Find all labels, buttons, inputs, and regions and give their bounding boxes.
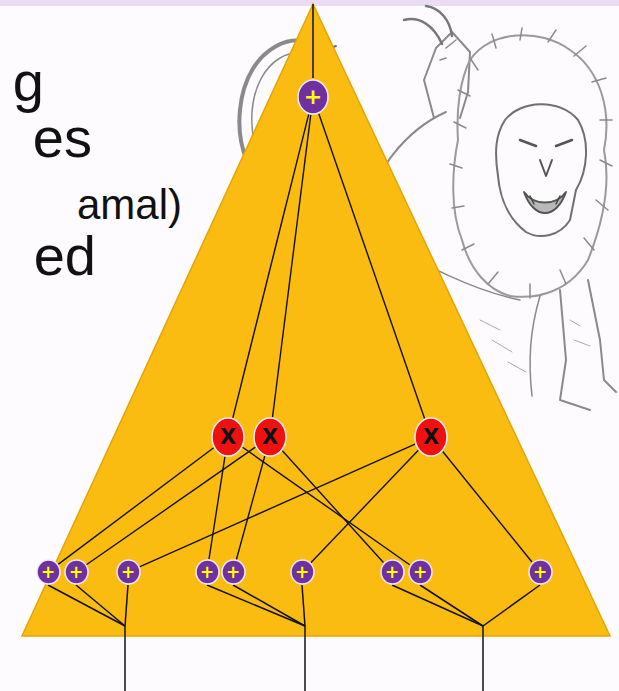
leaf-sum-node: + [64,559,89,585]
network-edge [236,456,264,559]
product-node: X [253,417,287,457]
node-ellipse [381,560,404,584]
input-wires [48,585,540,691]
network-edge [139,444,415,567]
product-node: X [414,417,448,457]
leaf-sum-node: + [221,559,246,585]
leaf-sum-node: + [528,559,553,585]
operator-symbol: + [295,564,309,581]
network-edge [273,115,311,417]
operator-symbol: + [69,564,83,581]
network-edge [319,114,425,419]
operator-symbol: + [226,564,240,581]
leaf-sum-node: + [380,559,405,585]
leaf-sum-node: + [408,559,433,585]
network-edge [209,457,225,559]
operator-symbol: X [220,427,236,448]
network-edge [86,447,255,565]
network-edge [282,451,383,563]
node-ellipse [37,560,60,584]
operator-symbol: + [533,564,547,581]
node-ellipse [254,418,286,456]
node-ellipse [409,560,432,584]
operator-symbol: + [385,564,399,581]
operator-symbol: X [423,427,439,448]
node-ellipse [222,560,245,584]
operator-symbol: + [121,564,135,581]
node-ellipse [212,418,244,456]
node-ellipse [529,560,552,584]
node-ellipse [415,418,447,456]
operator-symbol: + [41,564,55,581]
node-ellipse [65,560,88,584]
node-ellipse [291,560,314,584]
network-edge [233,114,309,417]
leaf-sum-node: + [36,559,61,585]
product-node: X [211,417,245,457]
network-edge [443,452,532,563]
network-triangle [22,4,610,636]
operator-symbol: + [413,564,427,581]
sum-node: + [297,79,329,115]
node-ellipse [117,560,140,584]
slide-text-fragment: g [13,54,44,110]
slide-text-fragment: amal) [77,184,182,226]
slide-text-fragment: es [33,110,92,166]
network-edge [311,450,418,562]
leaf-sum-node: + [195,559,220,585]
node-ellipse [196,560,219,584]
leaf-sum-node: + [290,559,315,585]
slide-text-fragment: ed [34,228,96,284]
top-band [0,0,619,6]
operator-symbol: + [200,564,214,581]
operator-symbol: + [304,86,322,108]
node-ellipse [298,80,328,114]
network-edge [58,448,214,565]
leaf-sum-node: + [116,559,141,585]
root-output-wire [312,4,314,78]
operator-symbol: X [262,427,278,448]
